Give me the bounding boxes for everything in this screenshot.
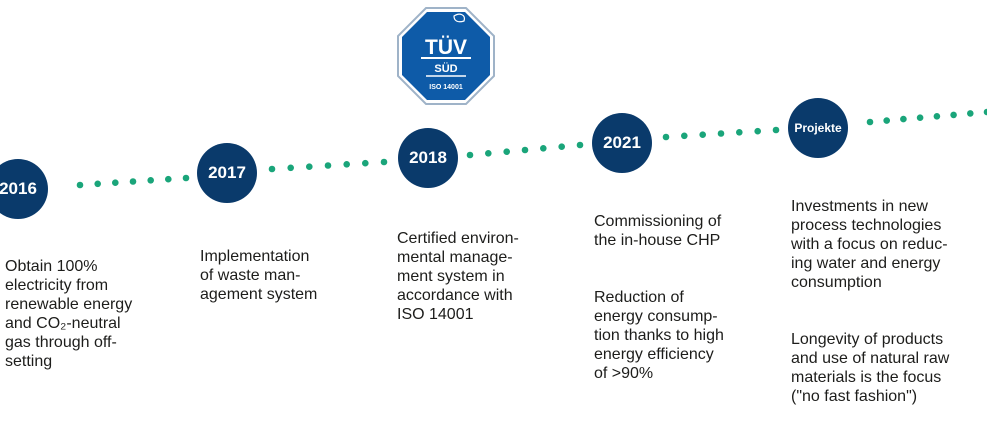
timeline-dot [521,146,529,154]
timeline-dot [112,179,119,186]
timeline-dot [287,164,295,172]
timeline-dot [933,113,941,120]
description-paragraph: Implementation of waste man- agement sys… [200,248,318,303]
timeline-dotted-line [76,108,987,189]
timeline-dot [662,133,670,141]
timeline-dot [717,130,725,137]
timeline-dot [268,165,276,173]
timeline-dot [967,110,974,117]
timeline-dot [76,181,84,189]
timeline-dot [916,114,924,121]
badge-brand: TÜV [425,36,467,59]
milestone-description-2016: Obtain 100% electricity from renewable e… [5,238,195,390]
leaf-icon [453,13,465,23]
description-paragraph: Certified environ- mental manage- ment s… [397,230,519,323]
timeline-dot [165,175,172,183]
timeline-dot [94,180,101,188]
timeline-dot [343,161,351,168]
timeline-dot [772,126,780,134]
timeline-dot [558,143,565,150]
timeline-dot [681,132,688,140]
timeline-dot [866,118,874,126]
timeline-dot [576,141,584,149]
description-paragraph: Longevity of products and use of natural… [791,331,950,405]
milestone-label: Projekte [794,121,842,135]
timeline-dot [883,117,890,124]
description-paragraph: Obtain 100% electricity from renewable e… [5,258,133,370]
milestone-description-2017: Implementation of waste man- agement sys… [200,228,390,323]
milestone-label: 2021 [603,133,641,152]
timeline-dot [306,163,313,170]
timeline-dot [324,162,332,169]
timeline-dot [182,174,190,182]
badge-sub: SÜD [434,62,457,75]
timeline-dot [754,127,761,135]
description-paragraph: Investments in new process technologies … [791,198,948,291]
milestone-label: 2017 [208,163,246,182]
badge-standard: ISO 14001 [429,84,463,91]
description-paragraph: Commissioning of the in-house CHP [594,213,722,249]
milestone-description-2021: Commissioning of the in-house CHP Reduct… [594,193,784,402]
timeline-dot [699,131,706,138]
timeline-dot [503,148,511,155]
milestone-2021: 2021 [592,113,652,173]
timeline-dot [380,158,388,166]
timeline-dot [540,145,547,152]
milestone-description-projects: Investments in new process technologies … [791,178,985,425]
milestone-2016: 2016 [0,159,48,219]
timeline-dot [129,178,137,185]
timeline-dot [736,129,743,136]
description-paragraph: Reduction of energy consump- tion thanks… [594,289,724,382]
milestone-2017: 2017 [197,143,257,203]
milestone-label: 2016 [0,179,37,198]
timeline-dot [900,115,907,123]
timeline-dot [466,151,474,159]
timeline-dot [362,159,369,167]
milestone-projects: Projekte [788,98,848,158]
milestone-description-2018: Certified environ- mental manage- ment s… [397,210,587,343]
timeline-dot [950,111,957,119]
timeline-dot [147,177,154,184]
tuv-sud-iso-14001-badge: TÜV SÜD ISO 14001 [397,7,495,105]
timeline-dot [485,150,492,157]
milestone-label: 2018 [409,148,447,167]
timeline-dot [983,108,987,116]
milestone-2018: 2018 [398,128,458,188]
